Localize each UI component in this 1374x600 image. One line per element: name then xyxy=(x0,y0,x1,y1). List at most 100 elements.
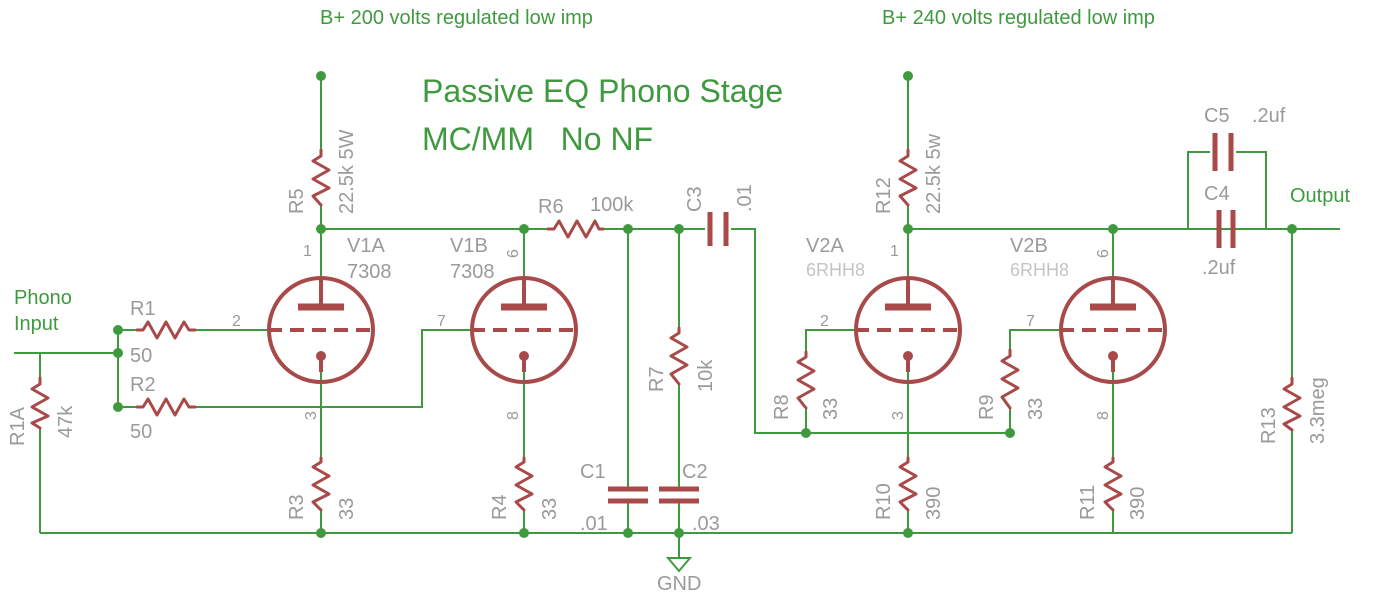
r8-value: 33 xyxy=(820,398,842,420)
r6-value: 100k xyxy=(590,194,634,216)
v2b-plate-pin: 6 xyxy=(1095,249,1112,258)
r12-ref: R12 xyxy=(873,177,895,214)
v1b-plate-pin: 6 xyxy=(505,249,522,258)
v1a-cathode-pin: 3 xyxy=(303,411,320,420)
r5-value: 22.5k 5W xyxy=(336,129,358,214)
title: Passive EQ Phono Stage xyxy=(422,73,783,109)
resistor-r11 xyxy=(1103,456,1123,512)
junction-dot xyxy=(623,224,633,234)
r12-value: 22.5k 5w xyxy=(923,133,945,214)
resistor-r7 xyxy=(669,326,689,386)
v1b-type: 7308 xyxy=(450,261,495,283)
r2-ref: R2 xyxy=(130,374,156,396)
resistor-r3 xyxy=(311,456,331,512)
subtitle: MC/MM No NF xyxy=(422,121,653,157)
v1a-grid-pin: 2 xyxy=(232,313,241,330)
gnd-label: GND xyxy=(657,573,701,595)
r6-ref: R6 xyxy=(538,196,564,218)
c2-value: .03 xyxy=(692,513,720,535)
resistor-r1 xyxy=(135,320,197,340)
supply-left-label: B+ 200 volts regulated low imp xyxy=(320,7,593,29)
r3-value: 33 xyxy=(336,498,358,520)
supply-right-label: B+ 240 volts regulated low imp xyxy=(882,7,1155,29)
c5-value: .2uf xyxy=(1252,105,1286,127)
junction-dot xyxy=(1108,224,1118,234)
wire-c5-loop xyxy=(1187,151,1210,229)
resistor-r5 xyxy=(311,148,331,207)
capacitor-c4 xyxy=(1216,210,1236,248)
c5-ref: C5 xyxy=(1204,105,1230,127)
capacitor-c3 xyxy=(707,212,729,246)
r1-value: 50 xyxy=(130,345,152,367)
v1a-ref: V1A xyxy=(347,235,385,257)
r8-ref: R8 xyxy=(771,394,793,420)
wire-c5-right xyxy=(1236,151,1267,229)
resistor-r8 xyxy=(796,350,816,410)
v1b-grid-pin: 7 xyxy=(437,313,446,330)
junction-dot xyxy=(903,528,913,538)
v1a-type: 7308 xyxy=(347,261,392,283)
r11-value: 390 xyxy=(1127,487,1149,520)
junction-dot xyxy=(674,224,684,234)
junction-dot xyxy=(316,71,326,81)
c3-value: .01 xyxy=(734,184,756,212)
r1a-value: 47k xyxy=(55,405,77,438)
junction-dot xyxy=(519,528,529,538)
junction-dot xyxy=(316,224,326,234)
junction-dot xyxy=(674,528,684,538)
v2a-type: 6RHH8 xyxy=(806,260,865,280)
labels: B+ 200 volts regulated low imp B+ 240 vo… xyxy=(7,7,1350,595)
r1-ref: R1 xyxy=(130,298,156,320)
resistor-r13 xyxy=(1282,376,1302,432)
resistor-r1a xyxy=(30,376,50,430)
c2-ref: C2 xyxy=(682,461,708,483)
c4-value: .2uf xyxy=(1202,257,1236,279)
resistors xyxy=(30,148,1302,512)
junction-dot xyxy=(113,325,123,335)
r7-value: 10k xyxy=(695,359,717,392)
v2a-grid-pin: 2 xyxy=(820,313,829,330)
v2a-cathode-pin: 3 xyxy=(890,411,907,420)
wire-r2-v1b-grid xyxy=(195,329,471,408)
wire-v2b-grid xyxy=(1009,329,1060,350)
output-label: Output xyxy=(1290,185,1350,207)
wire-v2a-grid xyxy=(805,329,855,352)
r10-ref: R10 xyxy=(873,483,895,520)
capacitor-c5 xyxy=(1212,133,1234,171)
junction-dot xyxy=(316,528,326,538)
v2a-plate-pin: 1 xyxy=(890,243,899,260)
resistor-r9 xyxy=(1000,348,1020,410)
r2-value: 50 xyxy=(130,421,152,443)
c1-ref: C1 xyxy=(580,461,606,483)
junction-dot xyxy=(623,528,633,538)
r4-value: 33 xyxy=(539,498,561,520)
r10-value: 390 xyxy=(923,487,945,520)
junction-dot xyxy=(113,348,123,358)
r9-value: 33 xyxy=(1025,398,1047,420)
r11-ref: R11 xyxy=(1077,485,1099,520)
ground-symbol xyxy=(665,557,693,573)
capacitor-c2 xyxy=(659,486,699,504)
resistor-r2 xyxy=(135,397,197,417)
v1a-plate-pin: 1 xyxy=(303,243,312,260)
tube-v2b xyxy=(1059,276,1167,384)
v2b-type: 6RHH8 xyxy=(1010,260,1069,280)
junction-dot xyxy=(1005,428,1015,438)
v1b-ref: V1B xyxy=(450,235,488,257)
r9-ref: R9 xyxy=(976,394,998,420)
wire-c3-out xyxy=(731,228,1010,434)
r13-ref: R13 xyxy=(1258,407,1280,444)
junction-dot xyxy=(519,224,529,234)
junction-dot xyxy=(903,224,913,234)
resistor-r6 xyxy=(546,219,605,239)
tube-v2a xyxy=(854,276,962,384)
v2b-ref: V2B xyxy=(1010,235,1048,257)
r13-value: 3.3meg xyxy=(1307,377,1329,444)
input-label-line2: Input xyxy=(14,313,59,335)
c4-ref: C4 xyxy=(1204,183,1230,205)
r5-ref: R5 xyxy=(286,188,308,214)
wires xyxy=(14,76,1340,558)
junctions xyxy=(113,71,1297,538)
